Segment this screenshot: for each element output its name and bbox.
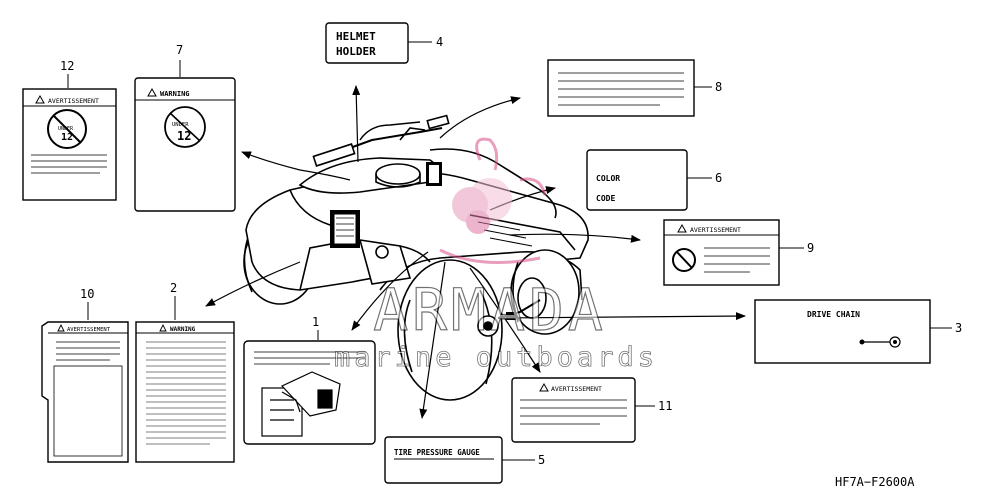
warning-triangle-icon (57, 323, 65, 332)
decal-10-avertissement: AVERTISSEMENT (41, 321, 129, 463)
helmet-label-line1: HELMET (336, 30, 376, 43)
decal-4-helmet-holder: HELMET HOLDER (325, 22, 409, 64)
color-label: COLOR (596, 174, 620, 183)
decal-11-heading: AVERTISSEMENT (551, 385, 602, 393)
watermark: ARMADA marine outboards (334, 137, 658, 373)
callout-8: 8 (715, 80, 722, 94)
decal-8-label (547, 59, 695, 117)
warning-triangle-icon (159, 323, 167, 332)
decal-9-avertissement: AVERTISSEMENT (663, 219, 780, 286)
decal-12-heading: AVERTISSEMENT (48, 97, 99, 105)
callout-10: 10 (80, 287, 94, 301)
illustration-icon (261, 371, 341, 437)
drawing-code: HF7A−F2600A (835, 475, 915, 489)
decal-12-age-text: UNDER (58, 126, 74, 132)
code-label: CODE (596, 194, 615, 203)
callout-1: 1 (312, 315, 319, 329)
callout-2: 2 (170, 281, 177, 295)
callout-9: 9 (807, 241, 814, 255)
helmet-label-line2: HOLDER (336, 45, 376, 58)
decal-2-heading: WARNING (170, 326, 196, 333)
decal-11-avertissement: AVERTISSEMENT (511, 377, 636, 443)
decal-3-drive-chain: DRIVE CHAIN (754, 299, 931, 364)
decal-12-age-number: 12 (61, 132, 73, 143)
decal-2-warning: WARNING (135, 321, 235, 463)
warning-triangle-icon (35, 94, 45, 104)
decal-7-age-number: 12 (177, 129, 191, 143)
watermark-tagline: marine outboards (334, 342, 658, 373)
decal-7-age-text: UNDER (172, 122, 189, 128)
drive-chain-label: DRIVE CHAIN (807, 310, 860, 319)
leader-arrows (205, 85, 746, 419)
decal-5-tire-pressure-gauge: TIRE PRESSURE GAUGE (384, 436, 503, 484)
decal-9-heading: AVERTISSEMENT (690, 226, 741, 234)
warning-triangle-icon (147, 87, 157, 97)
decal-12-under-age-warning: AVERTISSEMENT UNDER 12 (22, 88, 117, 201)
callout-4: 4 (436, 35, 443, 49)
decal-10-heading: AVERTISSEMENT (67, 327, 111, 333)
decal-6-color-code: COLOR CODE (586, 149, 688, 211)
warning-triangle-icon (677, 223, 687, 233)
decal-7-heading: WARNING (160, 90, 190, 98)
decal-7-warning: WARNING UNDER 12 (134, 77, 236, 212)
callout-6: 6 (715, 171, 722, 185)
tire-pressure-label: TIRE PRESSURE GAUGE (394, 448, 480, 457)
callout-11: 11 (658, 399, 672, 413)
callout-12: 12 (60, 59, 74, 73)
callout-5: 5 (538, 453, 545, 467)
warning-triangle-icon (539, 382, 549, 392)
watermark-logo-icon (439, 137, 547, 264)
callout-7: 7 (176, 43, 183, 57)
chain-icon (859, 336, 901, 348)
callout-3: 3 (955, 321, 962, 335)
decal-1-instruction (243, 340, 376, 445)
watermark-brand: ARMADA (373, 276, 607, 344)
